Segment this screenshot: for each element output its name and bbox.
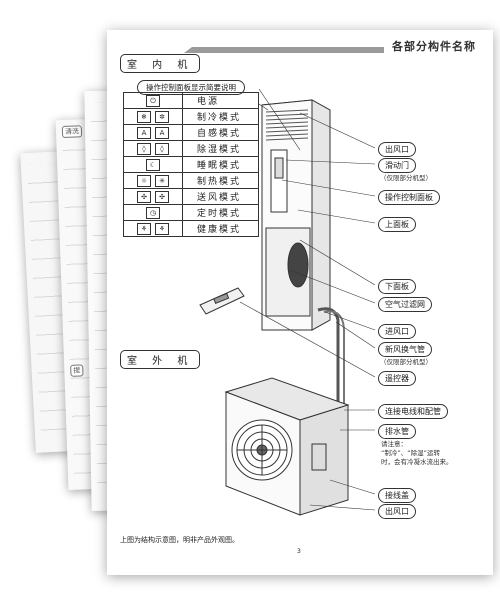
outdoor-unit-label: 室 外 机 (120, 350, 201, 369)
callout-drain-pipe: 排水管 (378, 424, 416, 439)
fresh-air-note: （仅限部分机型） (380, 358, 432, 366)
fan-icon: ✣ (155, 190, 169, 203)
callout-remote: 遥控器 (378, 371, 416, 386)
health-icon: ⚘ (155, 222, 169, 235)
clock-icon: ◷ (146, 206, 160, 219)
health-icon: ⚘ (137, 222, 151, 235)
droplet-icon: ◊ (155, 142, 169, 155)
outdoor-unit-illustration (224, 377, 350, 516)
mode-label: 健康模式 (182, 220, 259, 237)
indoor-unit-label: 室 内 机 (120, 54, 201, 73)
callout-pipe-connection: 连接电线和配管 (378, 404, 448, 419)
moon-icon: ☾ (146, 158, 160, 171)
fan-icon: ✣ (137, 190, 151, 203)
leader-lines (239, 88, 376, 511)
auto-icon: A (137, 126, 151, 139)
callout-sliding-door: 滑动门 (378, 158, 416, 173)
auto-icon: A (155, 126, 169, 139)
droplet-icon: ◊ (137, 142, 151, 155)
callout-lower-panel: 下面板 (378, 279, 416, 294)
drain-note: 请注意： “制冷”、“除湿”运转 时，会有冷凝水流出来。 (381, 440, 453, 466)
power-icon: ⏻ (146, 94, 160, 107)
sun-icon: ☼ (137, 174, 151, 187)
callout-control-panel: 操作控制面板 (378, 190, 440, 205)
remote-illustration (199, 287, 245, 315)
page-number: 3 (297, 548, 301, 555)
callout-terminal-cover: 接线盖 (378, 488, 416, 503)
page-title: 各部分构件名称 (392, 40, 476, 53)
indoor-unit-illustration (261, 99, 345, 507)
callout-upper-panel: 上面板 (378, 217, 416, 232)
mode-row: ☼✳制热模式 (123, 172, 259, 189)
callout-air-outlet-top: 出风口 (378, 142, 416, 157)
callout-air-filter: 空气过滤网 (378, 297, 432, 312)
callout-air-outlet-bottom: 出风口 (378, 504, 416, 519)
footer-note: 上图为结构示意图，明非产品外观图。 (120, 536, 239, 544)
snowflake-icon: ❄ (137, 110, 151, 123)
mode-row: ⚘ ⚘ 健康模式 (123, 220, 259, 237)
callout-fresh-air-pipe: 新风换气管 (378, 342, 432, 357)
mode-row: ✣✣送风模式 (123, 188, 259, 205)
cool-icon: ✲ (155, 110, 169, 123)
callout-air-inlet: 进风口 (378, 324, 416, 339)
sliding-door-note: （仅限部分机型） (380, 174, 432, 182)
heat-icon: ✳ (155, 174, 169, 187)
header-rule (184, 47, 384, 53)
mode-row: ◊◊除湿模式 (123, 140, 259, 157)
mode-row: ❄✲制冷模式 (123, 108, 259, 125)
